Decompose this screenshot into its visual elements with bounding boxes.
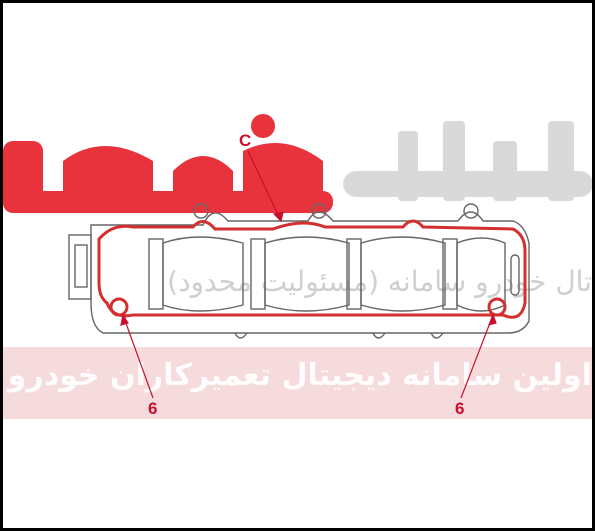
watermark-logo [3, 114, 592, 213]
arrowhead-6-right [487, 313, 497, 326]
leader-c [247, 150, 282, 222]
leader-6-right [460, 314, 494, 399]
leader-6-left [122, 314, 154, 399]
callout-6-left-label: 6 [148, 399, 158, 418]
callout-c-label: C [239, 131, 252, 150]
bolt-hole-right [487, 297, 507, 317]
bolt-hole-left [109, 297, 129, 317]
arrowhead-c [272, 211, 284, 223]
watermark-banner-band [3, 347, 592, 419]
watermark-banner-text: اولین سامانه دیجیتال تعمیرکاران خودرو در… [3, 358, 592, 393]
manifold-outline [68, 203, 530, 339]
watermark-subtitle: تال خودرو سامانه (مسئولیت محدود) [167, 265, 592, 298]
callout-6-right-label: 6 [455, 399, 465, 418]
arrowhead-6-left [120, 313, 129, 326]
gasket-diagram [68, 150, 530, 399]
